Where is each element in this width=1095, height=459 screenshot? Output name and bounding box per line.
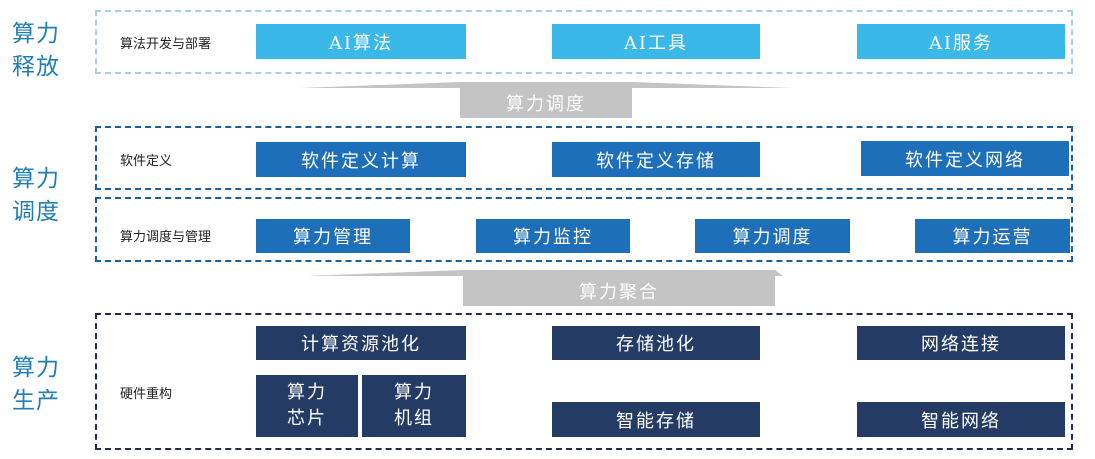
block-compute-pooling: 计算资源池化	[256, 326, 466, 360]
layer-management	[95, 197, 1073, 262]
side-label-release: 算力 释放	[12, 18, 60, 84]
side-label-produce-line2: 生产	[12, 388, 60, 414]
block-compute-chip: 算力 芯片	[256, 375, 358, 437]
side-label-produce-line1: 算力	[12, 355, 60, 381]
layer-ai-dev-label: 算法开发与部署	[120, 37, 212, 52]
block-compute-chip-line1: 算力	[287, 382, 327, 403]
block-storage-pooling: 存储池化	[552, 326, 760, 360]
block-software-defined-compute: 软件定义计算	[256, 142, 466, 177]
block-compute-scheduling: 算力调度	[695, 219, 850, 253]
arrow-up-aggregate	[307, 270, 783, 306]
block-network-connection: 网络连接	[857, 326, 1065, 360]
layer-hardware-label: 硬件重构	[120, 387, 173, 402]
block-compute-management: 算力管理	[256, 219, 410, 253]
block-ai-algorithm: AI算法	[256, 24, 466, 59]
block-compute-operation: 算力运营	[915, 219, 1070, 253]
arrow-up-aggregate-shape	[307, 270, 783, 306]
layer-hardware	[95, 313, 1073, 450]
block-compute-monitoring: 算力监控	[476, 219, 630, 253]
side-label-release-line1: 算力	[12, 21, 60, 47]
arrow-lower-label: 算力聚合	[579, 282, 659, 303]
block-software-defined-storage: 软件定义存储	[552, 142, 760, 177]
block-compute-unit-line2: 机组	[394, 408, 434, 429]
layer-management-label: 算力调度与管理	[120, 230, 212, 245]
arrow-upper-label: 算力调度	[506, 94, 586, 115]
side-label-schedule: 算力 调度	[12, 163, 60, 229]
block-smart-storage: 智能存储	[552, 402, 760, 437]
layer-software-defined-label: 软件定义	[120, 154, 173, 169]
arrow-up-schedule-shape	[300, 82, 792, 118]
layer-ai-dev	[95, 10, 1073, 74]
arrow-up-schedule	[300, 82, 792, 118]
layer-software-defined	[95, 126, 1073, 190]
block-compute-unit-line1: 算力	[394, 382, 434, 403]
side-label-schedule-line1: 算力	[12, 166, 60, 192]
block-compute-unit: 算力 机组	[362, 375, 466, 437]
side-label-produce: 算力 生产	[12, 352, 60, 418]
block-compute-chip-line2: 芯片	[287, 408, 327, 429]
block-ai-services: AI服务	[857, 24, 1065, 59]
block-ai-tools: AI工具	[552, 24, 760, 59]
side-label-release-line2: 释放	[12, 54, 60, 80]
block-software-defined-network: 软件定义网络	[861, 141, 1069, 176]
side-label-schedule-line2: 调度	[12, 199, 60, 225]
block-smart-network: 智能网络	[857, 402, 1065, 437]
